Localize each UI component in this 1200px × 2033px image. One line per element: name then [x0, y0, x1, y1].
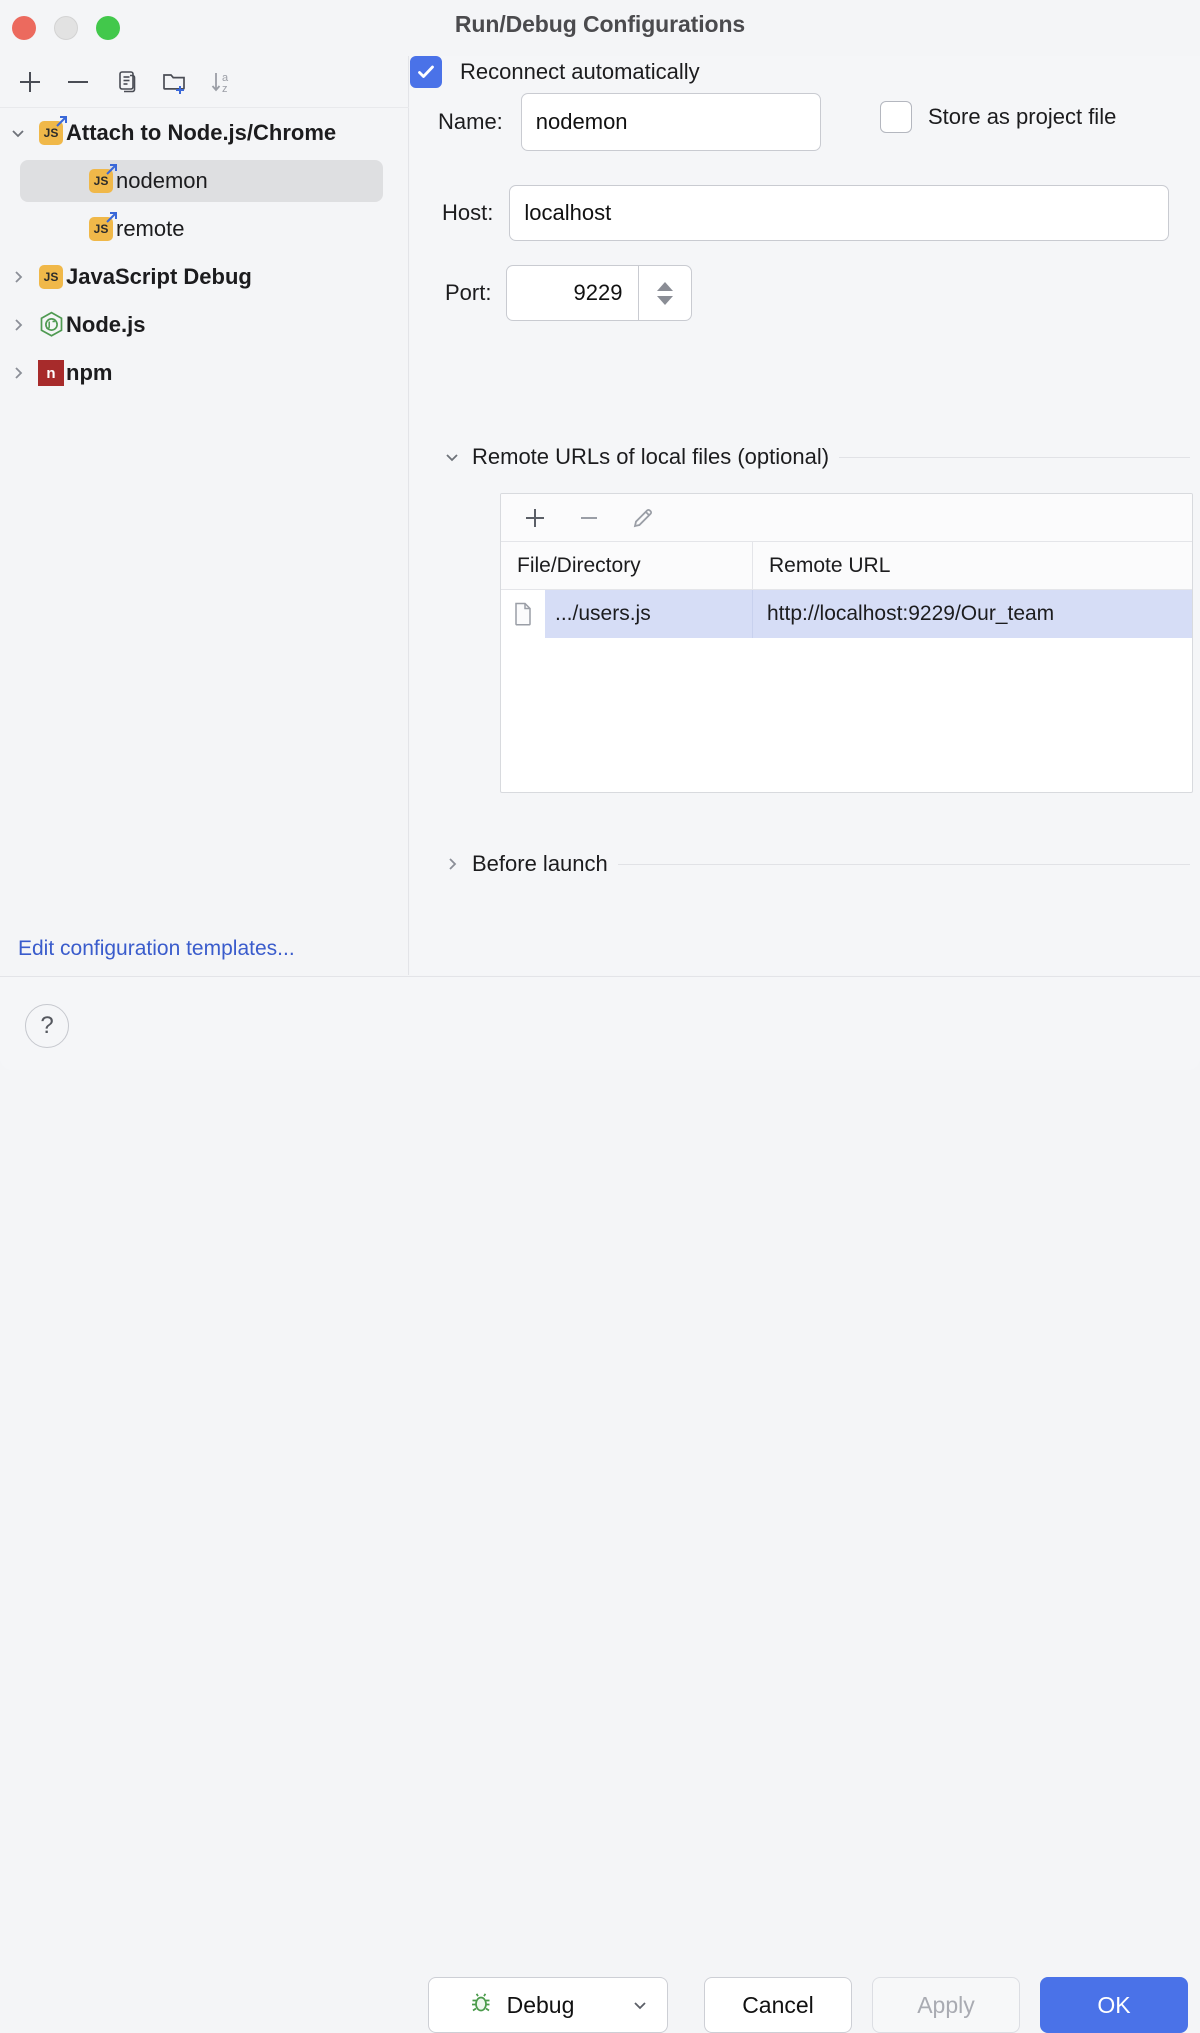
store-as-project-file-row[interactable]: Store as project file [880, 101, 1116, 133]
host-label: Host: [442, 200, 494, 225]
chevron-down-icon[interactable] [438, 447, 466, 467]
edit-configuration-templates-link[interactable]: Edit configuration templates... [18, 937, 295, 960]
host-row: Host: localhost [442, 185, 1170, 241]
add-configuration-button[interactable] [8, 62, 52, 102]
debug-button-label: Debug [506, 1991, 575, 2018]
name-input-value: nodemon [535, 109, 628, 134]
store-as-project-file-label: Store as project file [928, 104, 1117, 129]
zoom-window-button[interactable] [96, 16, 120, 40]
dialog-footer: ? Debug Cancel Apply OK [0, 976, 1200, 2033]
cell-file-directory[interactable]: .../users.js [545, 590, 753, 638]
port-stepper-buttons[interactable] [638, 265, 693, 321]
tree-item-label: remote [116, 216, 185, 241]
configuration-detail-panel: Name: nodemon Store as project file Host… [410, 56, 1200, 975]
port-decrement-icon[interactable] [657, 295, 674, 305]
edit-mapping-button[interactable] [621, 498, 665, 538]
configurations-tree[interactable]: JS Attach to Node.js/Chrome JS nodemon J… [0, 109, 409, 915]
tree-item-npm[interactable]: n npm [0, 349, 409, 397]
name-row: Name: nodemon [438, 93, 821, 151]
sort-configurations-button[interactable]: a z [200, 62, 244, 102]
tree-item-nodemon[interactable]: JS nodemon [0, 157, 409, 205]
reconnect-automatically-checkbox[interactable] [410, 56, 442, 88]
svg-text:z: z [222, 83, 228, 95]
debug-button[interactable]: Debug [428, 1977, 668, 2033]
port-input[interactable]: 9229 [506, 265, 639, 321]
port-stepper[interactable]: 9229 [506, 265, 693, 321]
remote-urls-table-toolbar [501, 494, 1192, 542]
tree-item-nodejs[interactable]: Node.js [0, 301, 409, 349]
reconnect-automatically-row[interactable]: Reconnect automatically [410, 56, 1200, 88]
tree-item-javascript-debug[interactable]: JS JavaScript Debug [0, 253, 409, 301]
remote-urls-section-title: Remote URLs of local files (optional) [472, 444, 830, 469]
minimize-window-button[interactable] [54, 16, 78, 40]
cell-remote-url[interactable]: http://localhost:9229/Our_team [753, 590, 1192, 638]
remote-urls-section-header[interactable]: Remote URLs of local files (optional) [438, 444, 1190, 470]
table-row[interactable]: .../users.js http://localhost:9229/Our_t… [501, 590, 1192, 638]
debug-button-main[interactable]: Debug [429, 1988, 612, 2022]
tree-item-label: npm [66, 360, 113, 385]
column-header-remote-url[interactable]: Remote URL [769, 553, 891, 577]
remote-urls-table: File/Directory Remote URL .../users.js h… [500, 493, 1193, 793]
remove-configuration-button[interactable] [56, 62, 100, 102]
js-attach-icon: JS [86, 164, 117, 193]
chevron-right-icon[interactable] [438, 854, 466, 874]
js-icon: JS [36, 265, 66, 289]
before-launch-section-header[interactable]: Before launch [438, 851, 1190, 877]
tree-item-label: Attach to Node.js/Chrome [66, 120, 337, 145]
store-as-project-file-checkbox[interactable] [880, 101, 912, 133]
chevron-right-icon[interactable] [0, 267, 36, 287]
host-input[interactable]: localhost [509, 185, 1170, 241]
chevron-down-icon[interactable] [0, 123, 36, 143]
sidebar-toolbar: a z [0, 56, 409, 108]
port-label: Port: [445, 280, 492, 305]
remote-urls-table-header: File/Directory Remote URL [501, 542, 1192, 590]
tree-item-label: nodemon [116, 168, 208, 193]
selection-highlight [20, 160, 383, 202]
bug-icon [467, 1988, 495, 2022]
window-title-bar: Run/Debug Configurations [0, 0, 1200, 56]
section-divider [839, 456, 1190, 458]
reconnect-automatically-label: Reconnect automatically [460, 59, 700, 84]
name-input[interactable]: nodemon [520, 93, 821, 151]
js-attach-icon: JS [36, 116, 67, 145]
chevron-right-icon[interactable] [0, 315, 36, 335]
close-window-button[interactable] [12, 16, 36, 40]
port-row: Port: 9229 [445, 265, 693, 321]
window-controls[interactable] [12, 16, 120, 40]
nodejs-icon [36, 311, 66, 340]
svg-text:a: a [222, 72, 229, 84]
host-input-value: localhost [524, 200, 612, 225]
tree-item-attach-to-node-chrome[interactable]: JS Attach to Node.js/Chrome [0, 109, 409, 157]
column-header-file-directory[interactable]: File/Directory [501, 542, 753, 589]
remove-mapping-button[interactable] [567, 498, 611, 538]
copy-configuration-button[interactable] [104, 62, 148, 102]
configurations-sidebar: a z JS Attach to Node.js/Chrome JS [0, 56, 409, 975]
cancel-button[interactable]: Cancel [704, 1977, 852, 2033]
help-button[interactable]: ? [25, 1004, 69, 1048]
file-icon [501, 600, 545, 628]
ok-button[interactable]: OK [1040, 1977, 1188, 2033]
before-launch-section-title: Before launch [472, 851, 608, 876]
add-mapping-button[interactable] [513, 498, 557, 538]
page-title: Run/Debug Configurations [454, 11, 746, 37]
chevron-down-icon[interactable] [613, 1995, 667, 2015]
new-folder-button[interactable] [152, 62, 196, 102]
tree-item-label: Node.js [66, 312, 146, 337]
port-increment-icon[interactable] [657, 281, 674, 291]
name-label: Name: [438, 109, 503, 134]
tree-item-remote[interactable]: JS remote [0, 205, 409, 253]
npm-icon: n [36, 360, 66, 386]
chevron-right-icon[interactable] [0, 363, 36, 383]
port-input-value: 9229 [573, 280, 623, 305]
apply-button: Apply [872, 1977, 1020, 2033]
tree-item-label: JavaScript Debug [66, 264, 252, 289]
js-attach-icon: JS [86, 212, 117, 241]
section-divider [617, 863, 1190, 865]
